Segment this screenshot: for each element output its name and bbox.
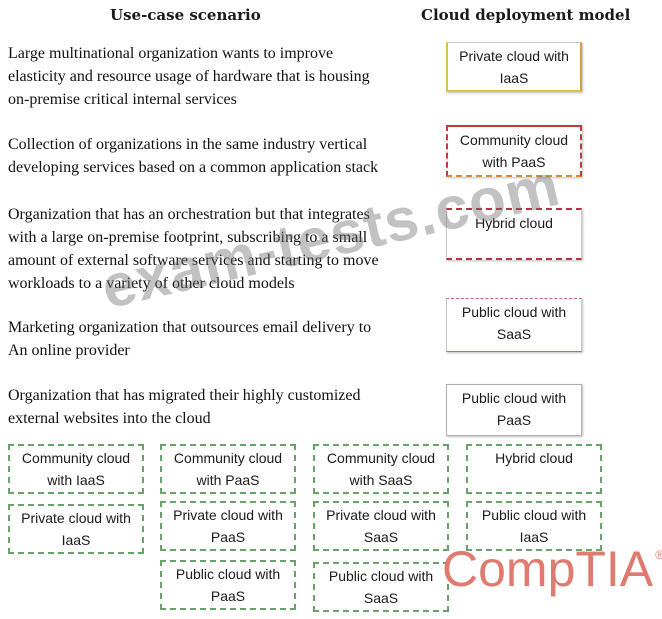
scenario-3: Organization that has an orchestration b…	[8, 206, 379, 292]
scenario-4: Marketing organization that outsources e…	[8, 319, 372, 359]
option-private-iaas[interactable]: Private cloud with IaaS	[8, 504, 144, 554]
option-community-saas[interactable]: Community cloud with SaaS	[313, 444, 449, 494]
option-public-iaas[interactable]: Public cloud with IaaS	[466, 501, 602, 551]
drop-target-1[interactable]: Private cloud with IaaS	[446, 42, 582, 92]
comptia-logo: CompTIA®	[442, 541, 662, 597]
drop-target-2[interactable]: Community cloud with PaaS	[446, 125, 582, 177]
drop-target-4[interactable]: Public cloud with SaaS	[446, 298, 582, 352]
option-community-iaas[interactable]: Community cloud with IaaS	[8, 444, 144, 494]
option-private-saas[interactable]: Private cloud with SaaS	[313, 501, 449, 551]
scenario-5: Organization that has migrated their hig…	[8, 387, 361, 427]
option-private-paas[interactable]: Private cloud with PaaS	[160, 501, 296, 551]
scenario-1: Large multinational organization wants t…	[8, 45, 370, 108]
option-hybrid[interactable]: Hybrid cloud	[466, 444, 602, 494]
scenario-column-header: Use-case scenario	[110, 6, 261, 24]
model-column-header: Cloud deployment model	[421, 6, 631, 24]
scenario-2: Collection of organizations in the same …	[8, 136, 379, 176]
drop-target-5[interactable]: Public cloud with PaaS	[446, 384, 582, 436]
option-community-paas[interactable]: Community cloud with PaaS	[160, 444, 296, 494]
option-public-saas[interactable]: Public cloud with SaaS	[313, 562, 449, 612]
drop-target-3[interactable]: Hybrid cloud	[446, 208, 582, 260]
option-public-paas[interactable]: Public cloud with PaaS	[160, 560, 296, 610]
